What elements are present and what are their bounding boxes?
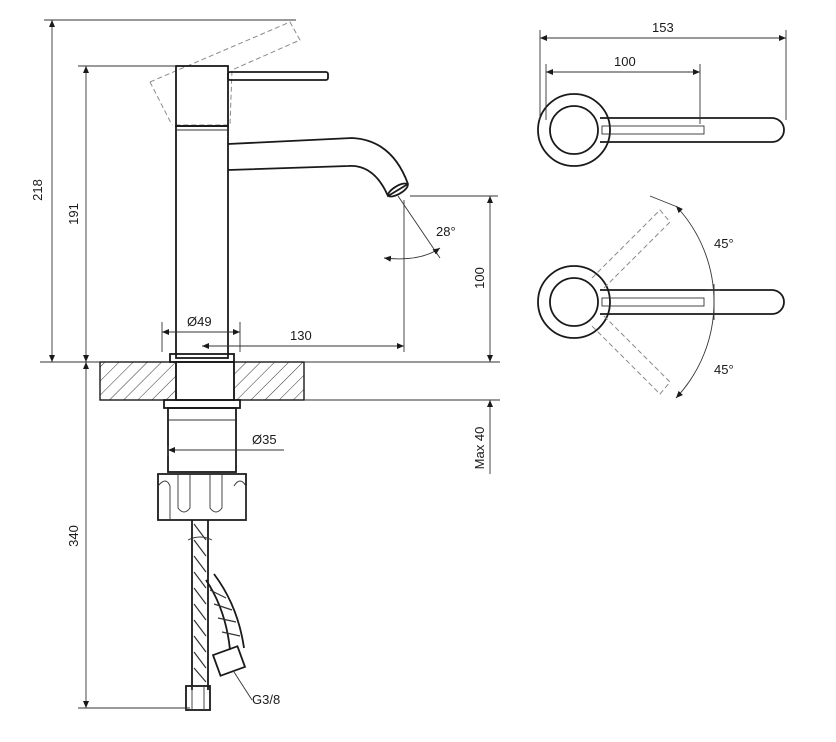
dim-thread-diameter: Ø35 [252,432,277,447]
dim-overall-height: 218 [30,179,45,201]
countertop-section [40,361,500,401]
dim-rotation-upper: 45° [714,236,734,251]
top-view-lever: 153 100 [537,20,787,167]
mounting-hardware [157,399,247,521]
dim-connection-thread: G3/8 [252,692,280,707]
supply-hoses [185,520,247,711]
top-view-rotation: 45° 45° [537,195,785,399]
dim-hose-length: 340 [66,525,81,547]
dim-outlet-height: 100 [472,267,487,289]
dim-spout-reach: 130 [290,328,312,343]
dim-rotation-lower: 45° [714,362,734,377]
dim-max-thickness: Max 40 [472,427,487,470]
faucet-spout [227,137,410,198]
lever-rotated-positions [591,209,671,395]
dim-outlet-angle: 28° [436,224,456,239]
left-dimensions: 218 191 340 [30,19,296,709]
faucet-body [175,125,229,359]
dim-body-diameter: Ø49 [187,314,212,329]
faucet-lever [175,65,329,127]
dim-spout-height: 191 [66,203,81,225]
side-view-dimensions: Ø49 130 100 Max 40 Ø35 28° G3/8 [161,195,498,707]
dim-total-length-top: 153 [652,20,674,35]
lever-alt-position [149,21,301,126]
dim-lever-length-top: 100 [614,54,636,69]
faucet-side-view [149,21,410,363]
